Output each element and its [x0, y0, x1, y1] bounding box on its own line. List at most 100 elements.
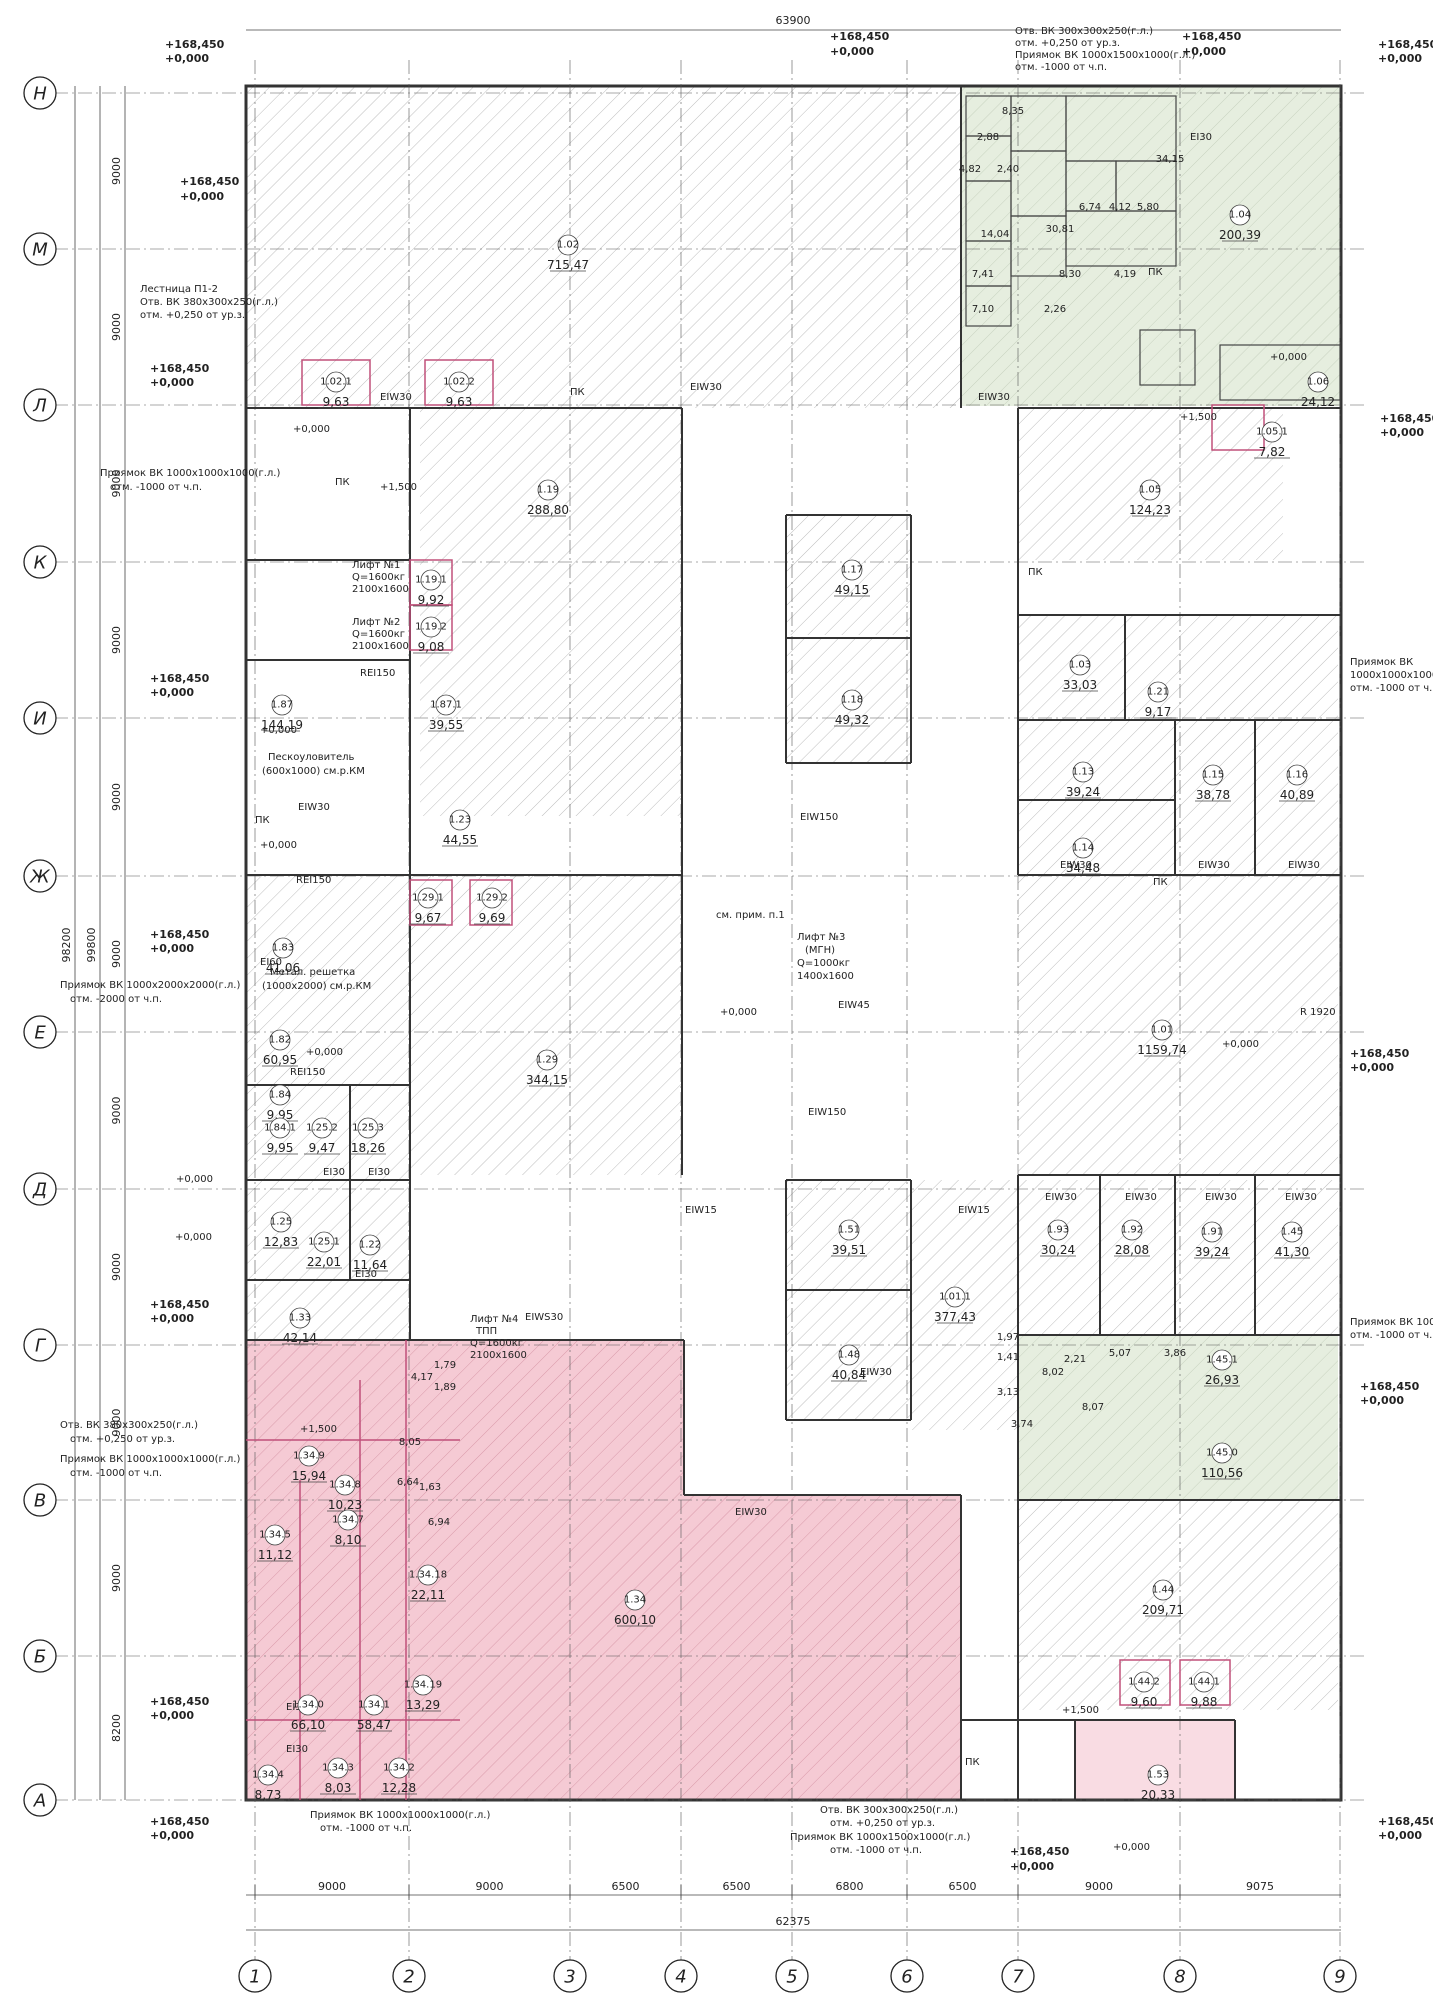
green-zone-1-04: [961, 86, 1341, 406]
room-1-45-1[interactable]: 1.45.126,93: [1204, 1349, 1240, 1387]
axis-col-label: 4: [675, 1967, 686, 1988]
fire-29: EI60: [260, 957, 282, 968]
room-area: 8,73: [255, 1788, 282, 1802]
floor-level-7: +0,000: [175, 1232, 212, 1243]
room-1-84-1[interactable]: 1.84.19,95: [262, 1117, 298, 1155]
room-1-34-5[interactable]: 1.34.511,12: [257, 1524, 293, 1562]
room-1-02-1[interactable]: 1.02.19,63: [318, 371, 354, 409]
room-number: 1.18: [841, 695, 863, 706]
small-area-label: 1,79: [434, 1360, 456, 1371]
note-top-open: Отв. ВК 300х300х250(г.л.): [1015, 26, 1153, 37]
floor-level-12: +1,500: [1062, 1705, 1099, 1716]
room-1-25-2[interactable]: 1.25.29,47: [304, 1117, 340, 1155]
room-1-87-1[interactable]: 1.87.139,55: [428, 694, 464, 732]
room-area: 18,26: [351, 1141, 385, 1155]
room-1-44-2[interactable]: 1.44.29,60: [1126, 1671, 1162, 1709]
room-1-29-1[interactable]: 1.29.19,67: [410, 887, 446, 925]
room-1-34-1[interactable]: 1.34.158,47: [356, 1694, 392, 1732]
small-area-label: 30,81: [1046, 224, 1075, 235]
room-1-05-1[interactable]: 1.05.17,82: [1254, 421, 1290, 459]
room-area: 9,08: [418, 640, 445, 654]
room-1-34-7[interactable]: 1.34.78,10: [330, 1509, 366, 1547]
elev-top-green-1: +168,450: [1182, 30, 1242, 43]
hall-1-29: [410, 875, 682, 1175]
axis-col-5: 5: [775, 1959, 809, 1993]
elev-right-l-1: +168,450: [1380, 412, 1433, 425]
small-area-label: 3,86: [1164, 1348, 1186, 1359]
room-1-25-3[interactable]: 1.25.318,26: [350, 1117, 386, 1155]
axis-col-label: 2: [403, 1967, 414, 1988]
axis-row-label: Е: [34, 1023, 46, 1044]
room-number: 1.33: [289, 1313, 311, 1324]
room-1-29-2[interactable]: 1.29.29,69: [474, 887, 510, 925]
note-lift1-2: Q=1600кг: [352, 572, 405, 583]
room-1-34-0[interactable]: 1.34.066,10: [290, 1694, 326, 1732]
room-1-34-9[interactable]: 1.34.915,94: [291, 1445, 327, 1483]
pink-zone-1-34[interactable]: [246, 1340, 684, 1800]
axis-row-label: Г: [35, 1336, 47, 1357]
small-area-label: 4,19: [1114, 269, 1136, 280]
room-1-19-1[interactable]: 1.19.19,92: [413, 569, 449, 607]
room-1-02-2[interactable]: 1.02.29,63: [441, 371, 477, 409]
room-1-21[interactable]: 1.219,17: [1140, 681, 1176, 719]
small-area-label: 1,89: [434, 1382, 456, 1393]
small-area-label: 2,40: [997, 164, 1019, 175]
axis-col-label: 6: [901, 1967, 912, 1988]
note-lift1: Лифт №1: [352, 560, 400, 571]
room-1-34-3[interactable]: 1.34.38,03: [320, 1757, 356, 1795]
note-right-pit-i-3: отм. -1000 от ч.п.: [1350, 683, 1433, 694]
note-pit-left-v-2: отм. -1000 от ч.п.: [70, 1468, 162, 1479]
room-1-34-8[interactable]: 1.34.810,23: [327, 1474, 363, 1512]
room-1-34-2[interactable]: 1.34.212,28: [381, 1757, 417, 1795]
room-area: 44,55: [443, 833, 477, 847]
fire-8: EIW30: [1045, 1192, 1077, 1203]
room-area: 66,10: [291, 1718, 325, 1732]
room-1-34-4[interactable]: 1.34.48,73: [250, 1764, 286, 1802]
room-1-19-2[interactable]: 1.19.2 9,08: [413, 616, 449, 654]
room-1-44-1[interactable]: 1.44.19,88: [1186, 1671, 1222, 1709]
elev-left-a-2: +0,000: [150, 1709, 194, 1722]
axis-col-8: 8: [1163, 1959, 1197, 1993]
bottom-dim-7: 9075: [1246, 1880, 1274, 1893]
room-1-25-1[interactable]: 1.25.122,01: [306, 1231, 342, 1269]
room-area: 9,92: [418, 593, 445, 607]
room-number: 1.19.2: [415, 622, 447, 633]
room-area: 7,82: [1259, 445, 1286, 459]
small-area-label: 34,15: [1156, 154, 1185, 165]
small-area-label: 2,88: [977, 132, 999, 143]
